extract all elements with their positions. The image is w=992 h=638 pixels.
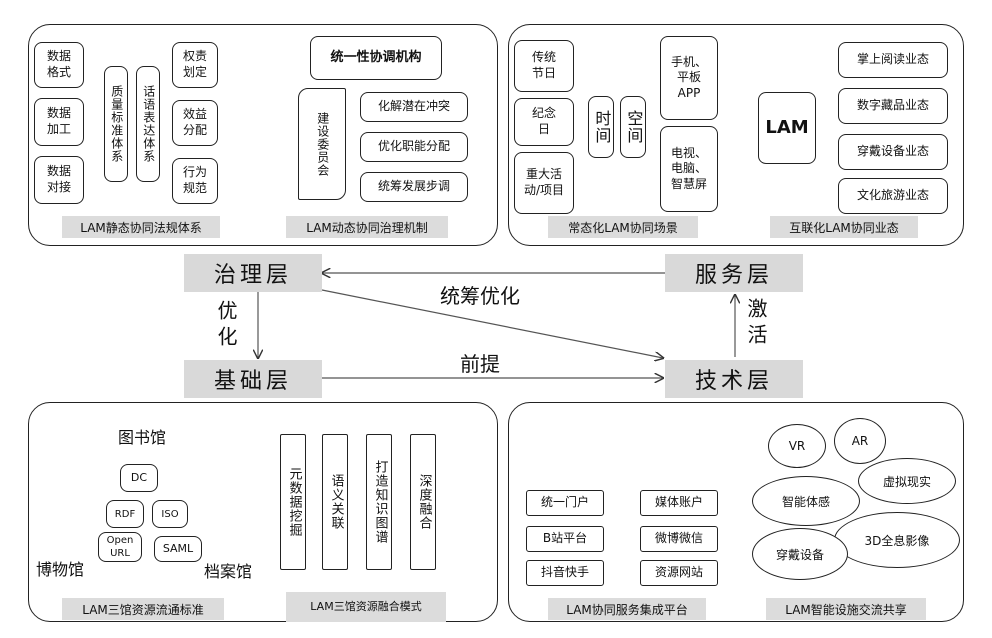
step-semantic: 语义关联 (322, 434, 348, 570)
caption-normal-scene: 常态化LAM协同场景 (548, 216, 698, 238)
box-time: 时间 (588, 96, 614, 158)
layer-governance: 治理层 (184, 254, 322, 292)
label-library: 图书馆 (118, 428, 167, 447)
caption-internet-format: 互联化LAM协同业态 (770, 216, 918, 238)
caption-static-legal: LAM静态协同法规体系 (62, 216, 220, 238)
step-deep-fusion: 深度融合 (410, 434, 436, 570)
box-anniversary: 纪念日 (514, 98, 574, 146)
layer-service: 服务层 (665, 254, 803, 292)
ellipse-ar: AR (834, 418, 886, 464)
box-reading: 掌上阅读业态 (838, 42, 948, 78)
box-data-format: 数据格式 (34, 42, 84, 88)
box-rights: 权责划定 (172, 42, 218, 88)
scroll-committee: 建设委员会 (298, 88, 346, 200)
box-traditional-festival: 传统节日 (514, 40, 574, 92)
caption-fusion-mode: LAM三馆资源融合模式 (286, 592, 446, 622)
caption-service-platform: LAM协同服务集成平台 (548, 598, 706, 620)
label-activate: 激活 (744, 298, 768, 350)
box-space: 空间 (620, 96, 646, 158)
box-unified-org: 统一性协调机构 (310, 36, 442, 80)
plat-bilibili: B站平台 (526, 526, 604, 552)
ellipse-virtual-reality: 虚拟现实 (858, 458, 956, 504)
box-data-processing: 数据加工 (34, 98, 84, 146)
box-lam: LAM (758, 92, 816, 164)
box-tv-pc: 电视、电脑、智慧屏 (660, 126, 718, 212)
plat-resource-site: 资源网站 (640, 560, 718, 586)
box-resolve-conflict: 化解潜在冲突 (360, 92, 468, 122)
box-discourse-system: 话语表达体系 (136, 66, 160, 182)
caption-smart-facility: LAM智能设施交流共享 (766, 598, 926, 620)
caption-flow-standard: LAM三馆资源流通标准 (62, 598, 224, 620)
plat-weibo-wechat: 微博微信 (640, 526, 718, 552)
box-optimize-function: 优化职能分配 (360, 132, 468, 162)
box-mobile-app: 手机、平板APP (660, 36, 718, 120)
caption-dynamic-governance: LAM动态协同治理机制 (286, 216, 448, 238)
label-premise: 前提 (460, 352, 500, 376)
plat-portal: 统一门户 (526, 490, 604, 516)
box-benefit: 效益分配 (172, 100, 218, 146)
layer-technology: 技术层 (665, 360, 803, 398)
std-saml: SAML (154, 536, 202, 562)
layer-foundation: 基础层 (184, 360, 322, 398)
std-dc: DC (120, 464, 158, 492)
step-knowledge-graph: 打造知识图谱 (366, 434, 392, 570)
box-behavior: 行为规范 (172, 158, 218, 204)
label-archive: 档案馆 (204, 562, 253, 581)
ellipse-wearable: 穿戴设备 (752, 528, 848, 580)
ellipse-3d-hologram: 3D全息影像 (834, 512, 960, 568)
box-data-docking: 数据对接 (34, 156, 84, 204)
ellipse-vr: VR (768, 424, 826, 468)
box-cultural-tourism: 文化旅游业态 (838, 178, 948, 214)
label-museum: 博物馆 (36, 560, 85, 579)
plat-douyin: 抖音快手 (526, 560, 604, 586)
label-coordinate-optimize: 统筹优化 (440, 284, 520, 308)
label-optimize: 优化 (214, 300, 238, 352)
std-openurl: Open URL (98, 532, 142, 562)
box-major-event: 重大活动/项目 (514, 152, 574, 214)
arrow-governance-to-technology (321, 289, 663, 358)
box-digital-collection: 数字藏品业态 (838, 88, 948, 124)
std-rdf: RDF (106, 500, 144, 528)
ellipse-smart-sensing: 智能体感 (752, 476, 860, 526)
step-metadata: 元数据挖掘 (280, 434, 306, 570)
std-iso: ISO (152, 500, 188, 528)
box-quality-standard: 质量标准体系 (104, 66, 128, 182)
box-coordinate-pace: 统筹发展步调 (360, 172, 468, 202)
box-wearable: 穿戴设备业态 (838, 134, 948, 170)
plat-media-account: 媒体账户 (640, 490, 718, 516)
